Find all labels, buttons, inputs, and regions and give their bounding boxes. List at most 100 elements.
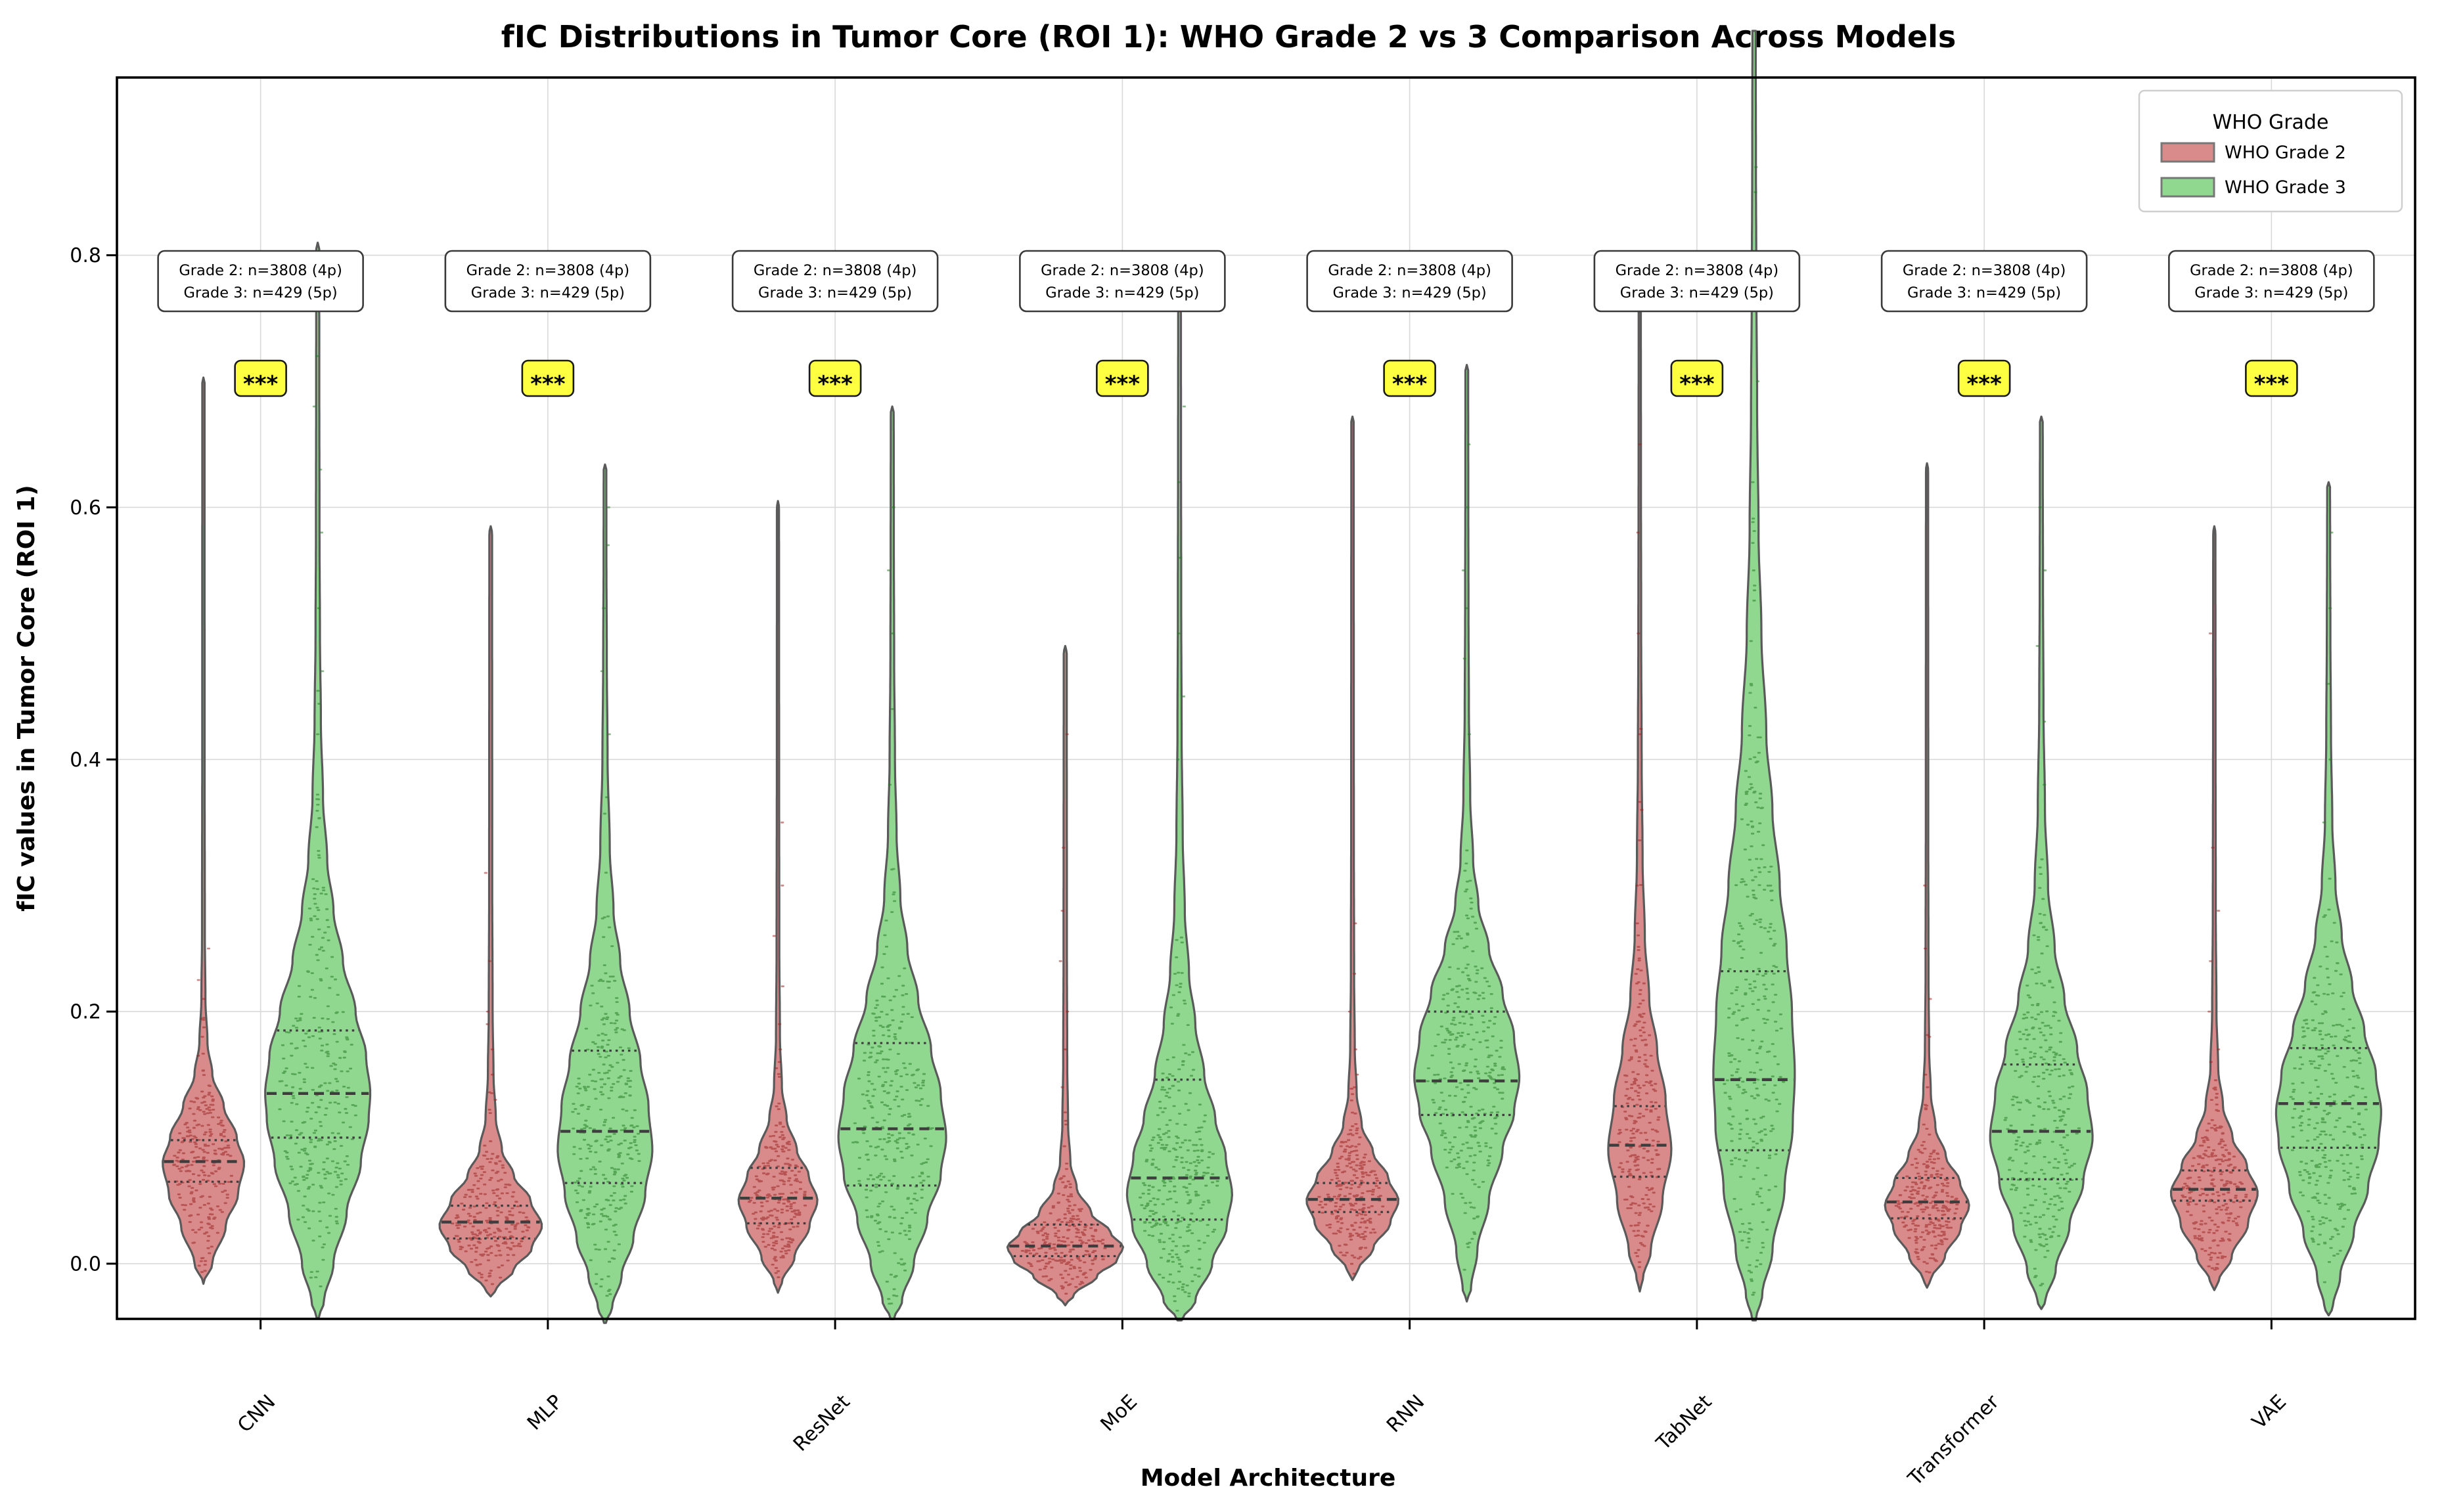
data-point: [1459, 937, 1463, 940]
data-point: [1163, 1182, 1167, 1184]
data-point: [2056, 1182, 2060, 1185]
data-point: [2340, 1203, 2343, 1205]
data-point: [782, 1183, 786, 1186]
data-point: [2315, 1180, 2319, 1182]
data-point: [2219, 1140, 2223, 1143]
data-point: [467, 1244, 471, 1247]
data-point: [1442, 994, 1446, 996]
data-point: [1473, 1126, 1477, 1128]
data-point: [1447, 1048, 1451, 1050]
data-point: [1084, 1242, 1088, 1244]
data-point: [788, 1165, 792, 1167]
data-point: [880, 1250, 884, 1253]
data-point: [1621, 1170, 1625, 1173]
data-point: [488, 1161, 492, 1163]
data-point: [1059, 1256, 1063, 1258]
data-point: [1193, 1169, 1198, 1172]
data-point: [892, 995, 896, 998]
data-point: [880, 1050, 884, 1053]
data-point: [1739, 1208, 1743, 1211]
data-point: [769, 1209, 773, 1212]
data-point: [1381, 1205, 1385, 1208]
data-point: [1925, 1178, 1929, 1181]
data-point: [1492, 1105, 1496, 1108]
data-point: [604, 1013, 608, 1015]
data-point: [2213, 1268, 2217, 1271]
data-point: [600, 1093, 605, 1096]
violin-VAE-grade3: [2274, 481, 2382, 1317]
data-point: [187, 1185, 191, 1188]
data-point: [2338, 1023, 2342, 1026]
data-point: [2238, 1181, 2242, 1184]
data-point: [488, 1233, 492, 1235]
data-point: [2221, 1160, 2225, 1163]
data-point: [305, 1177, 309, 1180]
data-point: [2068, 1166, 2071, 1168]
data-point: [2202, 1170, 2206, 1172]
data-point: [2031, 1204, 2035, 1207]
data-point: [283, 1150, 287, 1152]
data-point: [499, 1276, 503, 1279]
data-point: [1447, 978, 1451, 980]
data-point: [1636, 1073, 1640, 1075]
data-point: [215, 1205, 220, 1208]
data-point: [1150, 1147, 1154, 1149]
data-point: [1453, 1136, 1457, 1138]
data-point: [1946, 1195, 1950, 1197]
data-point: [1759, 858, 1763, 860]
data-point: [2009, 1188, 2013, 1191]
data-point: [573, 1182, 577, 1184]
data-point: [1083, 1229, 1087, 1231]
data-point: [1471, 916, 1475, 918]
data-point: [281, 1044, 285, 1046]
data-point: [1632, 1081, 1637, 1083]
data-point: [1650, 1069, 1654, 1072]
data-point: [455, 1235, 459, 1237]
data-point: [767, 1211, 771, 1212]
data-point: [633, 1141, 637, 1144]
data-point: [513, 1226, 517, 1228]
data-point: [208, 1092, 212, 1094]
violin-body: [556, 463, 654, 1324]
data-point: [1478, 1150, 1482, 1153]
data-point: [889, 1274, 893, 1276]
data-point: [1740, 1223, 1745, 1225]
data-point: [602, 1063, 606, 1066]
data-point: [2215, 1096, 2219, 1099]
data-point: [1914, 1235, 1918, 1238]
data-point: [496, 1214, 500, 1216]
data-point: [1750, 913, 1754, 915]
data-point: [2043, 914, 2047, 916]
data-point: [474, 1174, 478, 1177]
data-point: [796, 1225, 800, 1228]
data-point: [869, 1052, 872, 1054]
data-point: [1739, 925, 1743, 927]
data-point: [1472, 1169, 1476, 1172]
data-point: [1498, 1092, 1502, 1094]
data-point: [474, 1258, 478, 1261]
data-point: [211, 1098, 215, 1101]
data-point: [2188, 1197, 2192, 1200]
data-point: [2223, 1184, 2227, 1186]
data-point: [1182, 1245, 1186, 1247]
data-point: [1206, 1235, 1210, 1237]
outlier-point: [1466, 506, 1470, 508]
data-point: [483, 1144, 487, 1147]
data-point: [1469, 1048, 1473, 1050]
data-point: [295, 1047, 299, 1049]
data-point: [602, 916, 606, 919]
data-point: [1629, 1224, 1633, 1227]
data-point: [2225, 1182, 2229, 1185]
data-point: [2320, 1022, 2324, 1025]
data-point: [2307, 1210, 2311, 1212]
data-point: [2014, 1143, 2018, 1145]
data-point: [327, 1192, 331, 1195]
data-point: [2311, 1029, 2315, 1032]
data-point: [1463, 870, 1467, 872]
data-point: [1753, 585, 1757, 587]
data-point: [1773, 929, 1776, 932]
data-point: [2229, 1171, 2232, 1173]
data-point: [2327, 908, 2331, 911]
data-point: [2210, 1267, 2214, 1270]
data-point: [1171, 1234, 1175, 1236]
